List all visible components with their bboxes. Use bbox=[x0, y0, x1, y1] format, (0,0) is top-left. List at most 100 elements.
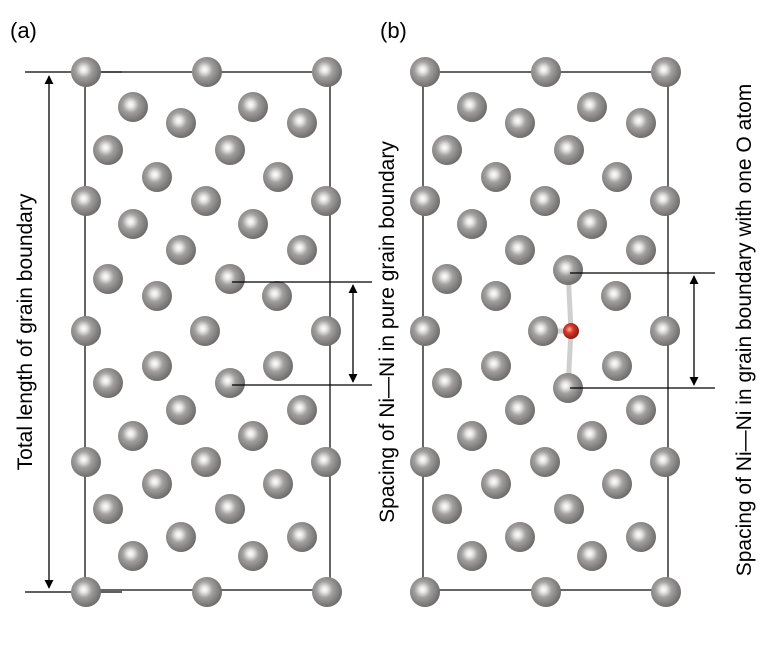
ni-atom bbox=[238, 92, 268, 122]
ni-atom bbox=[93, 264, 123, 294]
ni-atom bbox=[166, 395, 196, 425]
ni-atom bbox=[142, 281, 172, 311]
ni-atom bbox=[528, 316, 558, 346]
ni-atom bbox=[238, 541, 268, 571]
spacing-oxygen-label: Spacing of Ni—Ni in grain boundary with … bbox=[733, 84, 756, 577]
ni-atom bbox=[215, 368, 245, 398]
ni-atom bbox=[554, 494, 584, 524]
ni-atom bbox=[287, 235, 317, 265]
ni-atom bbox=[263, 469, 293, 499]
ni-atom bbox=[531, 57, 561, 87]
panel-b-label: (b) bbox=[380, 18, 407, 43]
ni-atom bbox=[530, 186, 560, 216]
ni-atom bbox=[410, 186, 440, 216]
oxygen-atom bbox=[563, 323, 579, 339]
ni-atom bbox=[577, 541, 607, 571]
ni-atom bbox=[166, 108, 196, 138]
panel-a: (a) Total length of grain boundary Spaci… bbox=[10, 18, 399, 607]
ni-atom bbox=[191, 186, 221, 216]
ni-atom bbox=[577, 209, 607, 239]
ni-atom bbox=[650, 447, 680, 477]
ni-atom bbox=[602, 469, 632, 499]
ni-atom bbox=[457, 209, 487, 239]
ni-atom bbox=[553, 373, 583, 403]
ni-atom bbox=[190, 316, 220, 346]
ni-atom bbox=[263, 162, 293, 192]
ni-atom bbox=[311, 186, 341, 216]
ni-atom bbox=[602, 162, 632, 192]
ni-atom bbox=[192, 577, 222, 607]
ni-atom bbox=[93, 494, 123, 524]
ni-atom bbox=[410, 447, 440, 477]
ni-atom bbox=[410, 316, 440, 346]
ni-atom bbox=[626, 108, 656, 138]
ni-atom bbox=[651, 577, 681, 607]
ni-atom bbox=[602, 351, 632, 381]
ni-atom bbox=[432, 494, 462, 524]
ni-atom bbox=[481, 469, 511, 499]
ni-atom bbox=[505, 522, 535, 552]
ni-atom bbox=[142, 351, 172, 381]
ni-atom bbox=[432, 264, 462, 294]
panel-b: (b) Spacing of Ni—Ni in grain boundary w… bbox=[380, 18, 756, 607]
ni-atom bbox=[71, 577, 101, 607]
ni-atom bbox=[166, 235, 196, 265]
ni-atom bbox=[118, 541, 148, 571]
ni-atom bbox=[142, 162, 172, 192]
ni-atom bbox=[432, 135, 462, 165]
ni-atom bbox=[553, 255, 583, 285]
ni-atom bbox=[118, 421, 148, 451]
ni-atom bbox=[215, 494, 245, 524]
ni-atom bbox=[601, 281, 631, 311]
ni-atom bbox=[554, 135, 584, 165]
ni-atom bbox=[142, 469, 172, 499]
ni-atom bbox=[312, 577, 342, 607]
ni-atom bbox=[93, 368, 123, 398]
ni-atom bbox=[71, 186, 101, 216]
ni-atom bbox=[577, 421, 607, 451]
ni-atom bbox=[262, 281, 292, 311]
ni-atom bbox=[192, 57, 222, 87]
ni-atom bbox=[166, 522, 196, 552]
ni-atom bbox=[287, 108, 317, 138]
ni-atom bbox=[215, 264, 245, 294]
ni-atom bbox=[650, 316, 680, 346]
ni-atom bbox=[577, 92, 607, 122]
ni-atom bbox=[651, 57, 681, 87]
ni-atoms-panel-b bbox=[410, 57, 681, 607]
panel-a-label: (a) bbox=[10, 18, 37, 43]
ni-atom bbox=[650, 186, 680, 216]
ni-atom bbox=[457, 421, 487, 451]
ni-atom bbox=[118, 209, 148, 239]
ni-atom bbox=[118, 92, 148, 122]
ni-atom bbox=[71, 316, 101, 346]
ni-atom bbox=[287, 522, 317, 552]
ni-atom bbox=[71, 447, 101, 477]
ni-atom bbox=[626, 395, 656, 425]
ni-atom bbox=[311, 316, 341, 346]
ni-atom bbox=[311, 447, 341, 477]
ni-atom bbox=[238, 421, 268, 451]
ni-atom bbox=[481, 162, 511, 192]
ni-atoms-panel-a bbox=[71, 57, 342, 607]
total-length-label: Total length of grain boundary bbox=[14, 193, 37, 470]
ni-atom bbox=[505, 235, 535, 265]
spacing-pure-label: Spacing of Ni—Ni in pure grain boundary bbox=[376, 141, 399, 523]
ni-atom bbox=[410, 577, 440, 607]
ni-atom bbox=[531, 577, 561, 607]
ni-atom bbox=[93, 135, 123, 165]
ni-atom bbox=[263, 351, 293, 381]
ni-atom bbox=[457, 92, 487, 122]
ni-atom bbox=[530, 447, 560, 477]
ni-atom bbox=[505, 108, 535, 138]
ni-atom bbox=[457, 541, 487, 571]
ni-atom bbox=[505, 395, 535, 425]
ni-atom bbox=[191, 447, 221, 477]
ni-atom bbox=[312, 57, 342, 87]
ni-atom bbox=[238, 209, 268, 239]
ni-atom bbox=[481, 281, 511, 311]
ni-atom bbox=[432, 368, 462, 398]
ni-atom bbox=[626, 235, 656, 265]
ni-atom bbox=[215, 135, 245, 165]
ni-atom bbox=[626, 522, 656, 552]
